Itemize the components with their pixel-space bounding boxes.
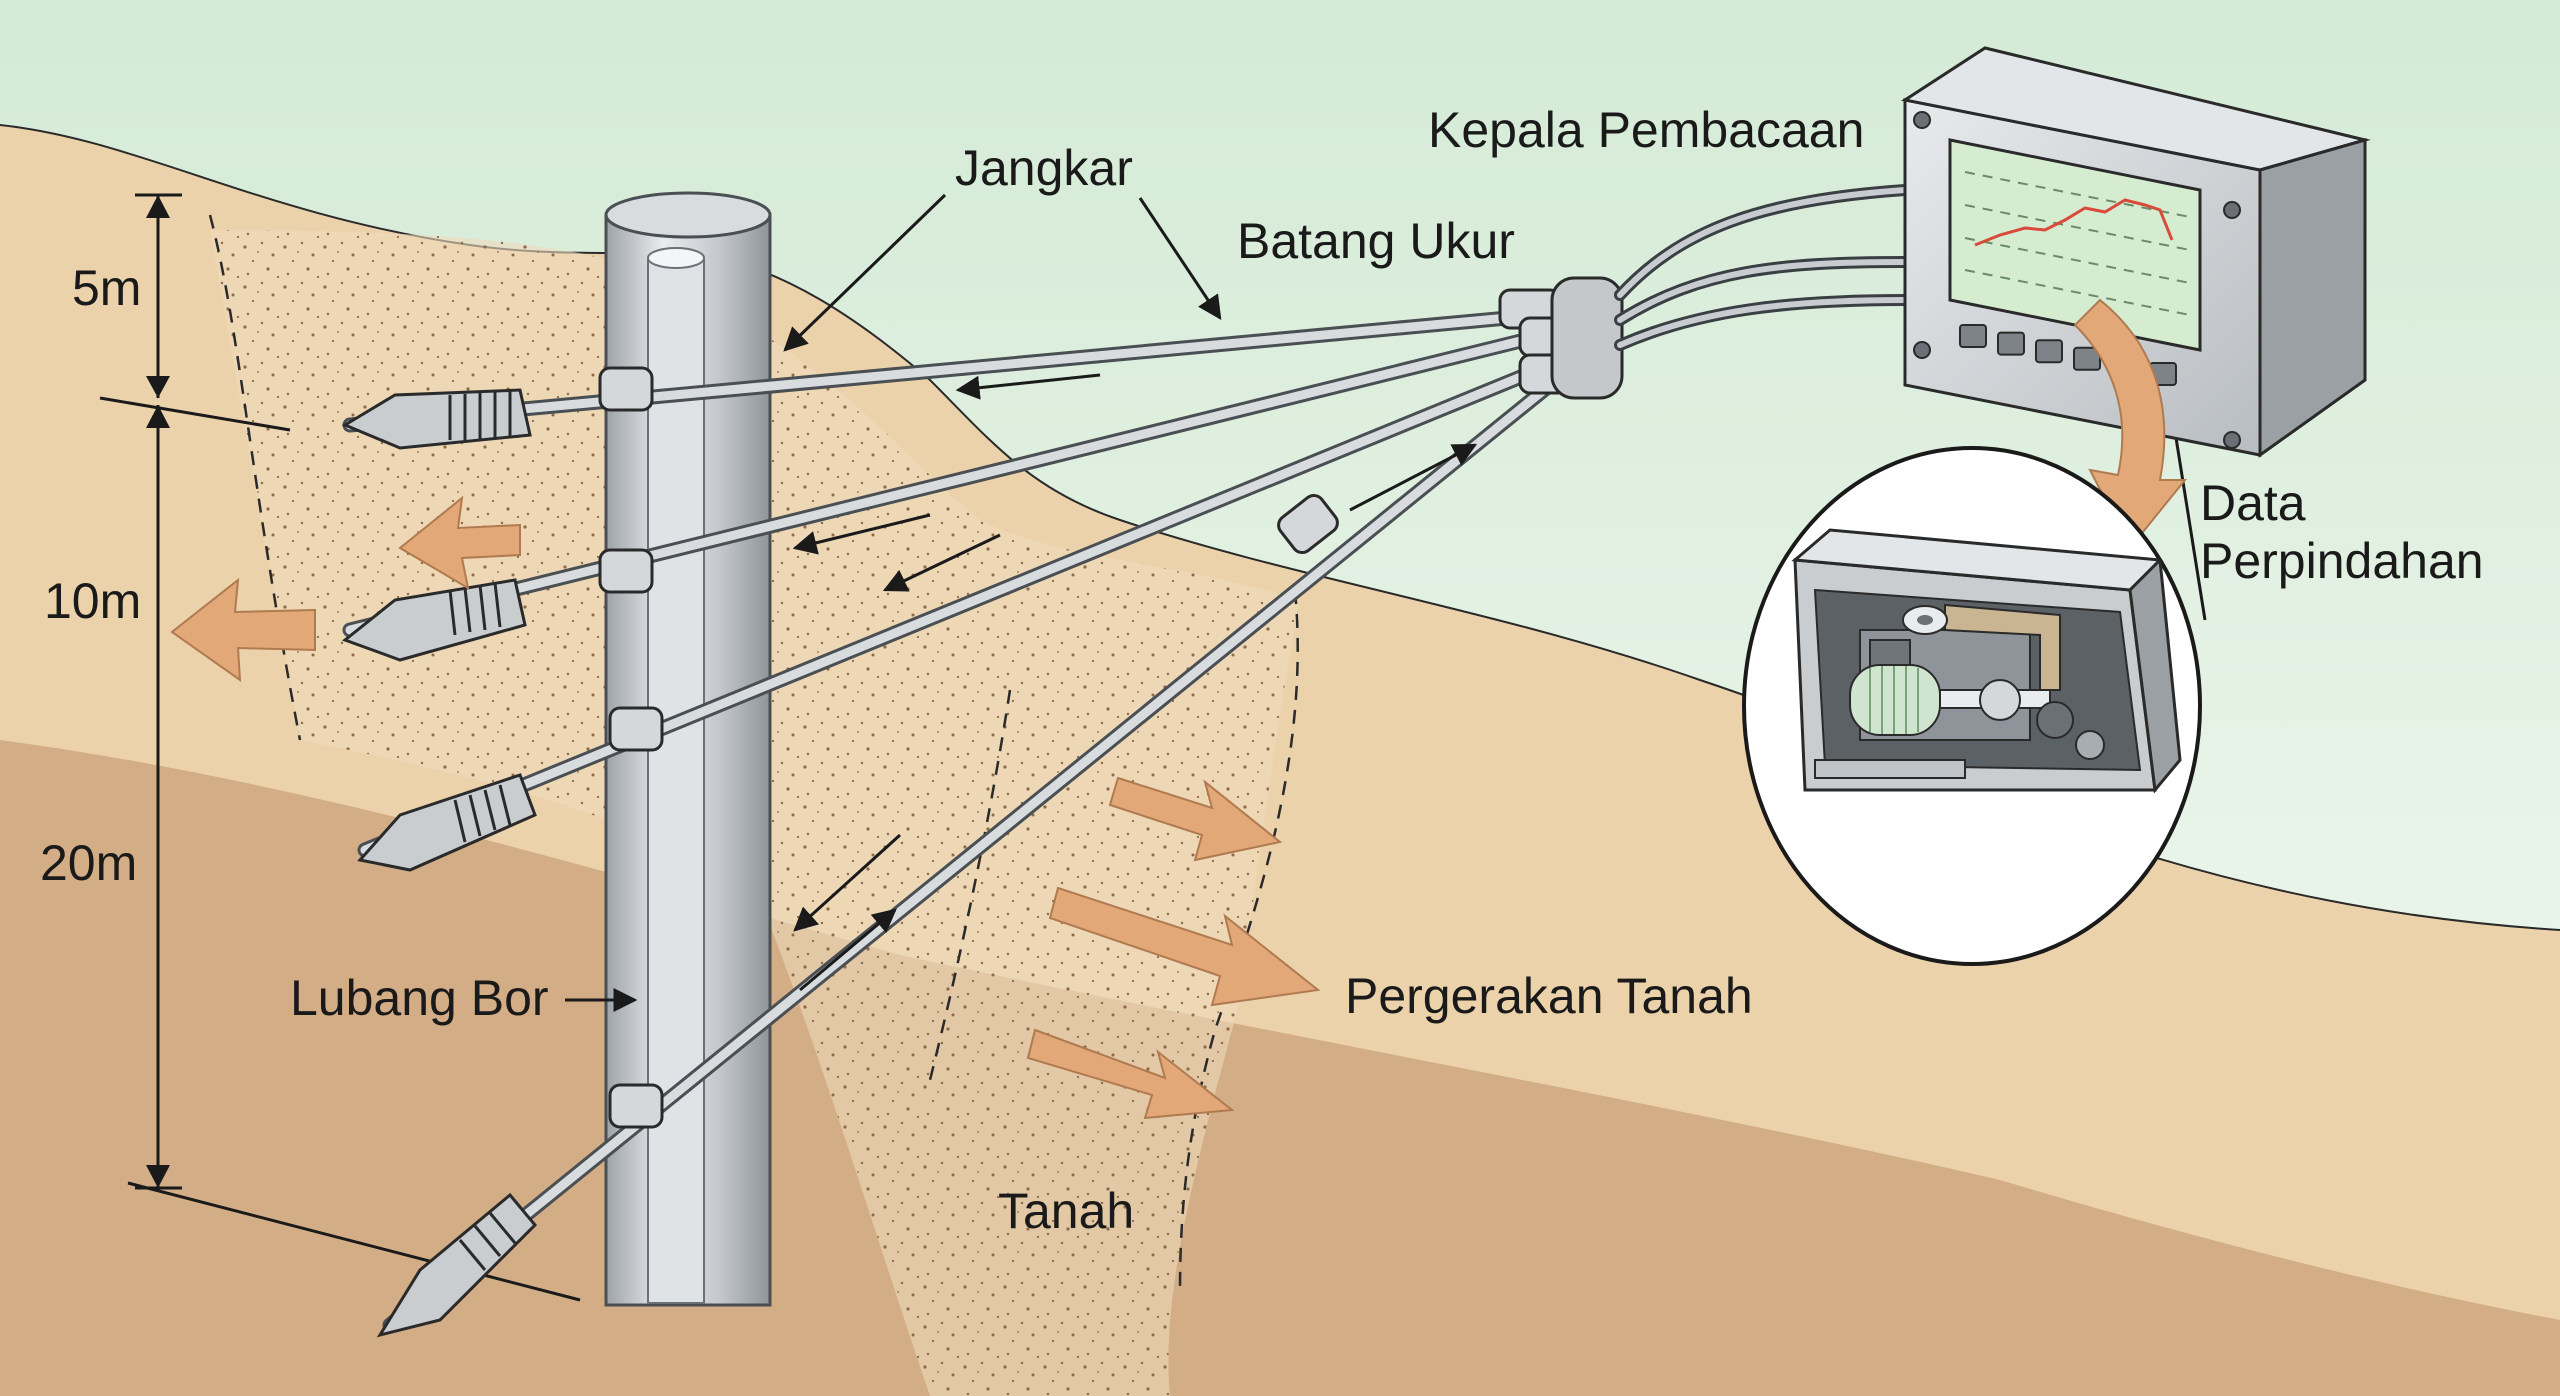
label-displacement-data-line1: Data bbox=[2200, 475, 2306, 531]
label-ground-movement: Pergerakan Tanah bbox=[1345, 968, 1753, 1024]
keypad-button[interactable] bbox=[2035, 339, 2063, 364]
slip-surface-left bbox=[208, 214, 302, 741]
depth-label-5m: 5m bbox=[72, 260, 141, 316]
movement-arrow-right-2 bbox=[1048, 886, 1321, 1007]
signal-cables bbox=[1614, 184, 1911, 351]
anchor-3 bbox=[357, 773, 537, 872]
sensor-inset bbox=[1742, 446, 2202, 966]
depth-dimensions bbox=[99, 193, 581, 1302]
movement-arrow-right-3 bbox=[1026, 1028, 1235, 1120]
screen-graph-line bbox=[1974, 198, 2174, 247]
movement-arrow-left-1 bbox=[398, 495, 521, 590]
label-displacement-data-line2: Perpindahan bbox=[2200, 533, 2484, 589]
rod-displacement-arrows bbox=[792, 373, 1478, 992]
keypad-button[interactable] bbox=[2073, 346, 2101, 371]
measuring-rods bbox=[342, 307, 1558, 1333]
label-reading-head: Kepala Pembacaan bbox=[1428, 102, 1864, 158]
label-measuring-rod: Batang Ukur bbox=[1237, 213, 1515, 269]
reading-head[interactable] bbox=[1901, 46, 2371, 458]
keypad-button[interactable] bbox=[1959, 324, 1987, 348]
label-soil: Tanah bbox=[998, 1183, 1134, 1239]
ground-movement-arrows bbox=[170, 495, 1321, 1120]
anchor-1 bbox=[341, 388, 532, 450]
depth-label-10m: 10m bbox=[44, 573, 141, 629]
depth-label-20m: 20m bbox=[40, 835, 137, 891]
anchor-2 bbox=[341, 578, 527, 662]
movement-arrow-right-1 bbox=[1108, 776, 1283, 862]
label-borehole: Lubang Bor bbox=[290, 970, 549, 1026]
movement-arrow-left-2 bbox=[170, 577, 316, 683]
keypad-button[interactable] bbox=[1997, 331, 2025, 356]
rod-head-couplings bbox=[1498, 276, 1624, 400]
reading-head-screen bbox=[1948, 138, 2202, 352]
slip-surface-middle bbox=[928, 689, 1012, 1081]
anchor-4 bbox=[376, 1192, 538, 1338]
slip-surface-right bbox=[1178, 589, 1299, 1291]
rod-couplings bbox=[598, 366, 1339, 1129]
label-anchor: Jangkar bbox=[955, 140, 1133, 196]
